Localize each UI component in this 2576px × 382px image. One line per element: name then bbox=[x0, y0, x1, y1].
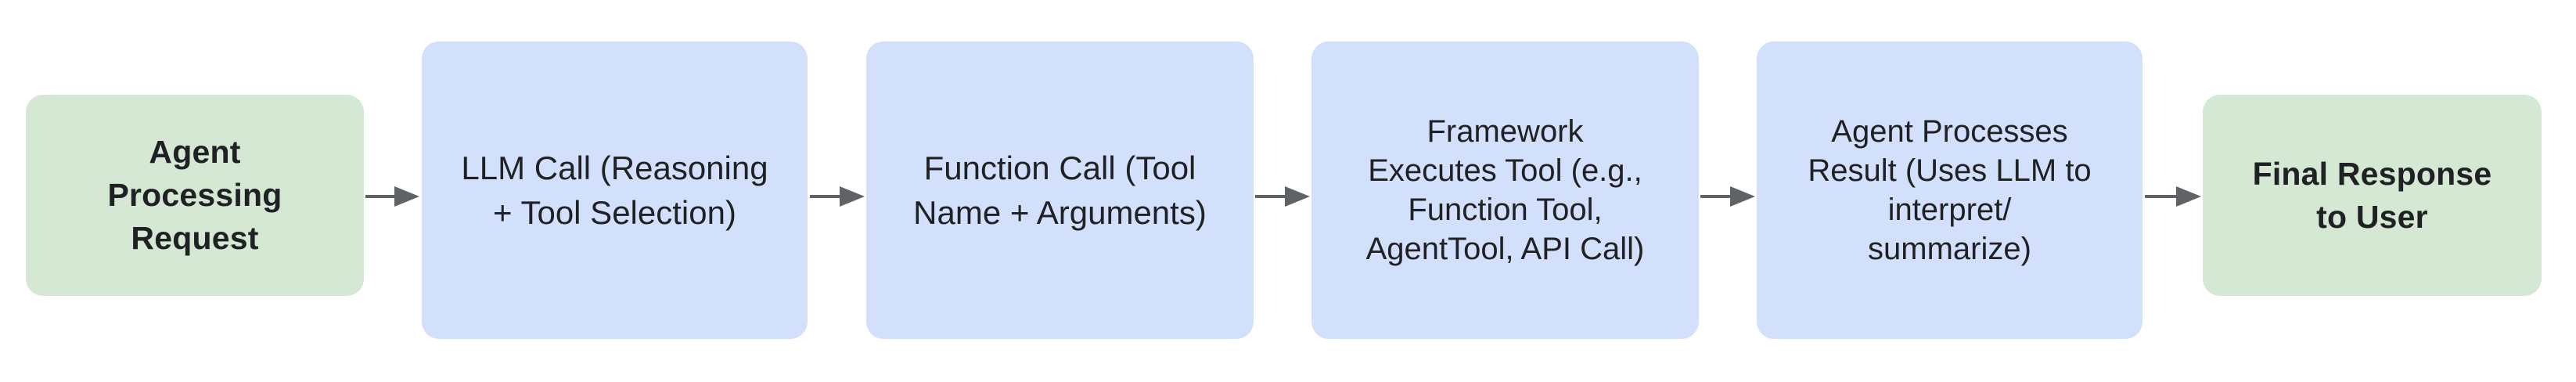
node-function-call: Function Call (Tool Name + Arguments) bbox=[866, 41, 1254, 339]
node-label: Framework Executes Tool (e.g., Function … bbox=[1365, 114, 1645, 266]
flow-arrow-icon bbox=[1255, 186, 1310, 207]
flow-arrow-icon bbox=[365, 186, 419, 207]
node-label: LLM Call (Reasoning + Tool Selection) bbox=[461, 150, 768, 231]
node-label: Final Response to User bbox=[2252, 155, 2492, 235]
arrow-shaft bbox=[365, 195, 394, 198]
arrow-head bbox=[2176, 186, 2201, 207]
arrow-shaft bbox=[1700, 195, 1730, 198]
arrow-shaft bbox=[1255, 195, 1285, 198]
node-final-response-to-user: Final Response to User bbox=[2203, 95, 2542, 296]
arrow-head bbox=[1730, 186, 1755, 207]
arrow-head bbox=[1285, 186, 1310, 207]
node-label: Agent Processes Result (Uses LLM to inte… bbox=[1808, 114, 2092, 266]
node-agent-processing-request: Agent Processing Request bbox=[26, 95, 364, 296]
arrow-shaft bbox=[810, 195, 840, 198]
flow-arrow-icon bbox=[810, 186, 865, 207]
node-agent-processes-result: Agent Processes Result (Uses LLM to inte… bbox=[1757, 41, 2142, 339]
node-framework-executes-tool: Framework Executes Tool (e.g., Function … bbox=[1311, 41, 1699, 339]
node-llm-call: LLM Call (Reasoning + Tool Selection) bbox=[422, 41, 808, 339]
flow-arrow-icon bbox=[2145, 186, 2201, 207]
arrow-shaft bbox=[2145, 195, 2176, 198]
node-label: Function Call (Tool Name + Arguments) bbox=[913, 150, 1207, 231]
arrow-head bbox=[840, 186, 865, 207]
arrow-head bbox=[394, 186, 419, 207]
node-label: Agent Processing Request bbox=[107, 134, 282, 256]
flow-arrow-icon bbox=[1700, 186, 1755, 207]
